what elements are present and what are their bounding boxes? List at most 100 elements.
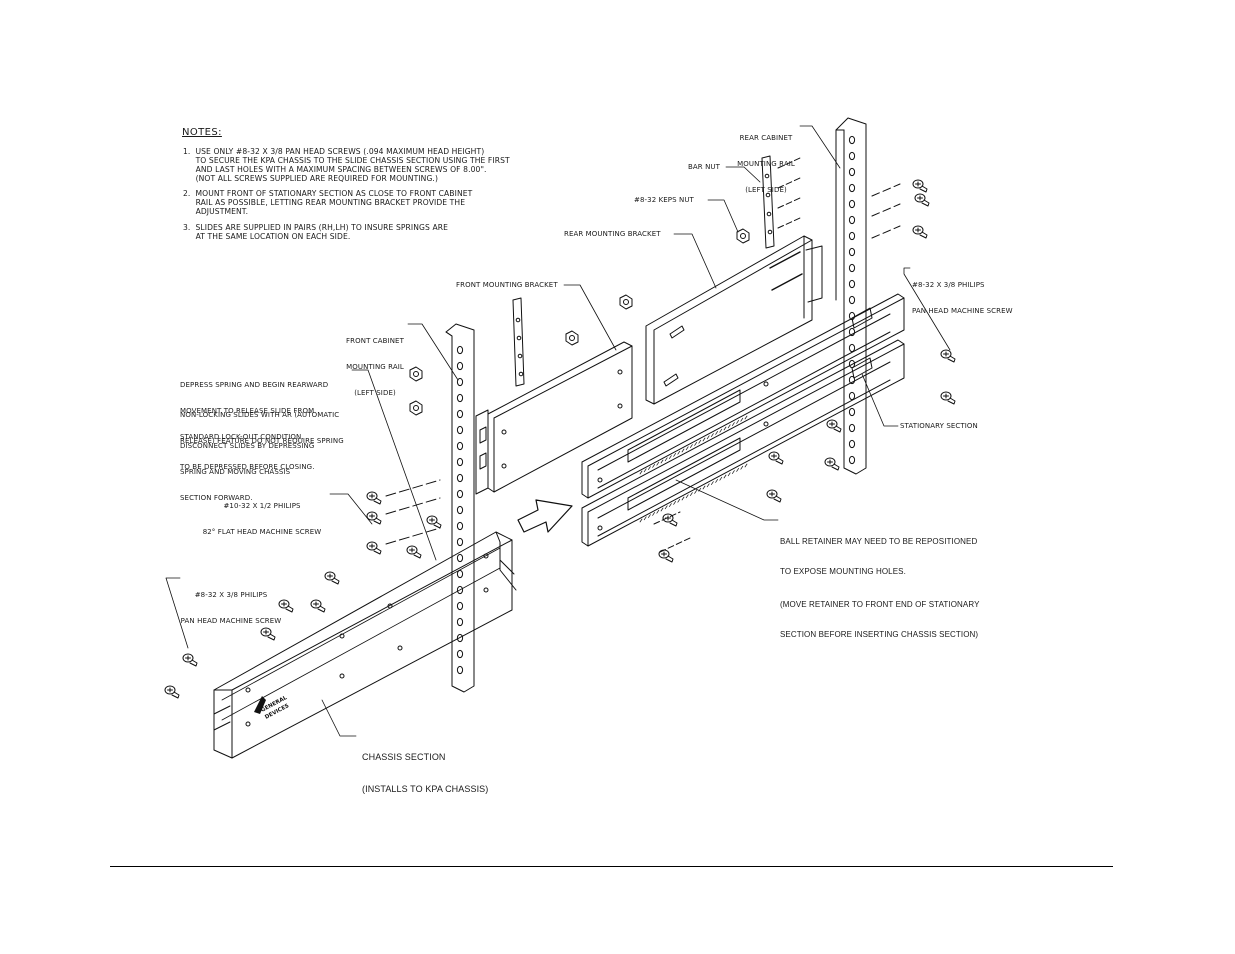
label-philips-left: #8-32 X 3/8 PHILIPS PAN HEAD MACHINE SCR…: [176, 574, 286, 643]
label-stationary-section: STATIONARY SECTION: [900, 422, 978, 430]
rail-hole: [848, 263, 856, 273]
screw-slot: [185, 655, 191, 661]
screw-slot: [263, 629, 269, 635]
screw-head: [426, 515, 438, 525]
screw: [912, 179, 928, 193]
ball-tick: [643, 516, 647, 521]
rail-hole: [848, 231, 856, 241]
leader-lines: [165, 125, 951, 737]
rail-hole: [848, 343, 856, 353]
label-line: PAN HEAD MACHINE SCREW: [180, 616, 282, 625]
screw-slot: [829, 421, 835, 427]
label-line: REAR CABINET: [739, 134, 793, 143]
screw-head: [260, 627, 272, 637]
screw-shank: [919, 185, 928, 193]
label-ball-retainer: BALL RETAINER MAY NEED TO BE REPOSITIONE…: [780, 517, 980, 660]
rail-hole: [456, 505, 464, 515]
ball-tick: [660, 459, 664, 464]
rail-hole: [456, 521, 464, 531]
screw-head: [182, 653, 194, 663]
ball-tick: [664, 505, 668, 510]
label-line: DISCONNECT SLIDES BY DEPRESSING: [180, 442, 315, 451]
ball-tick: [736, 420, 739, 424]
ball-tick: [673, 501, 676, 505]
ball-tick: [744, 463, 748, 468]
ball-tick: [643, 468, 647, 473]
rail-hole: [848, 423, 856, 433]
screw-slot: [943, 393, 949, 399]
label-line: SPRING AND MOVING CHASSIS: [180, 467, 291, 476]
notes-title: NOTES:: [182, 127, 222, 138]
ball-tick: [715, 431, 718, 435]
ball-tick: [740, 417, 744, 422]
rear-rail-screws: [871, 179, 930, 239]
label-line: (MOVE RETAINER TO FRONT END OF STATIONAR…: [780, 600, 980, 609]
ball-tick: [690, 444, 693, 448]
rear-bar-nut: [761, 155, 801, 249]
rail-hole: [848, 407, 856, 417]
label-line: BALL RETAINER MAY NEED TO BE REPOSITIONE…: [780, 537, 978, 546]
screw: [426, 515, 442, 529]
screw: [164, 685, 180, 699]
screw-shank: [833, 425, 842, 433]
screw-slot: [917, 195, 923, 201]
screw-head: [766, 489, 778, 499]
rail-hole: [456, 537, 464, 547]
label-line: FRONT CABINET: [346, 337, 404, 346]
rail-hole: [848, 135, 856, 145]
ball-tick: [677, 450, 681, 455]
screw-slot: [369, 543, 375, 549]
screw-slot: [827, 459, 833, 465]
screw-shank: [773, 495, 782, 503]
screw-shank: [373, 517, 382, 525]
label-line: RELEASE) FEATURE DO NOT REQUIRE SPRING: [180, 436, 344, 445]
note-line: 2. MOUNT FRONT OF STATIONARY SECTION AS …: [183, 189, 473, 198]
screw-head: [366, 541, 378, 551]
screw-shank: [413, 551, 422, 559]
label-line: (LEFT SIDE): [745, 185, 787, 194]
label-line: PAN HEAD MACHINE SCREW: [912, 306, 1013, 315]
rail-hole: [456, 553, 464, 563]
screw-head: [912, 179, 924, 189]
rail-hole: [456, 649, 464, 659]
ball-tick: [664, 457, 668, 462]
screw-slot: [327, 573, 333, 579]
screw-shank: [919, 231, 928, 239]
ball-tick: [656, 509, 660, 514]
rail-hole: [456, 361, 464, 371]
screw: [366, 491, 382, 505]
screw-slot: [409, 547, 415, 553]
ball-tick: [719, 476, 723, 481]
screw: [826, 419, 842, 433]
ball-tick: [694, 442, 697, 446]
screw-head: [914, 193, 926, 203]
ball-tick: [715, 479, 718, 483]
ball-tick: [706, 435, 710, 440]
rail-hole: [456, 601, 464, 611]
rear-cabinet-rail: [835, 117, 867, 475]
screw: [366, 511, 382, 525]
screw: [766, 489, 782, 503]
label-line: MOUNTING RAIL: [346, 362, 404, 371]
note-line: 3. SLIDES ARE SUPPLIED IN PAIRS (RH,LH) …: [183, 223, 449, 232]
rail-hole: [456, 457, 464, 467]
note-line: (NOT ALL SCREWS SUPPLIED ARE REQUIRED FO…: [183, 174, 439, 183]
rail-hole: [848, 295, 856, 305]
screw: [310, 599, 326, 613]
screw-head: [164, 685, 176, 695]
label-line: 82° FLAT HEAD MACHINE SCREW: [202, 527, 322, 536]
chassis-section: [213, 531, 517, 759]
rail-hole: [848, 439, 856, 449]
screw-slot: [771, 453, 777, 459]
label-disconnect: DISCONNECT SLIDES BY DEPRESSING SPRING A…: [180, 425, 314, 520]
ball-tick: [727, 424, 731, 429]
screw-slot: [915, 181, 921, 187]
ball-tick: [652, 512, 655, 516]
screw: [182, 653, 198, 667]
label-line: CHASSIS SECTION: [362, 752, 446, 762]
stationary-section: [581, 293, 905, 547]
ball-tick: [677, 498, 681, 503]
ball-tick: [711, 481, 714, 485]
screw-shank: [267, 633, 276, 641]
